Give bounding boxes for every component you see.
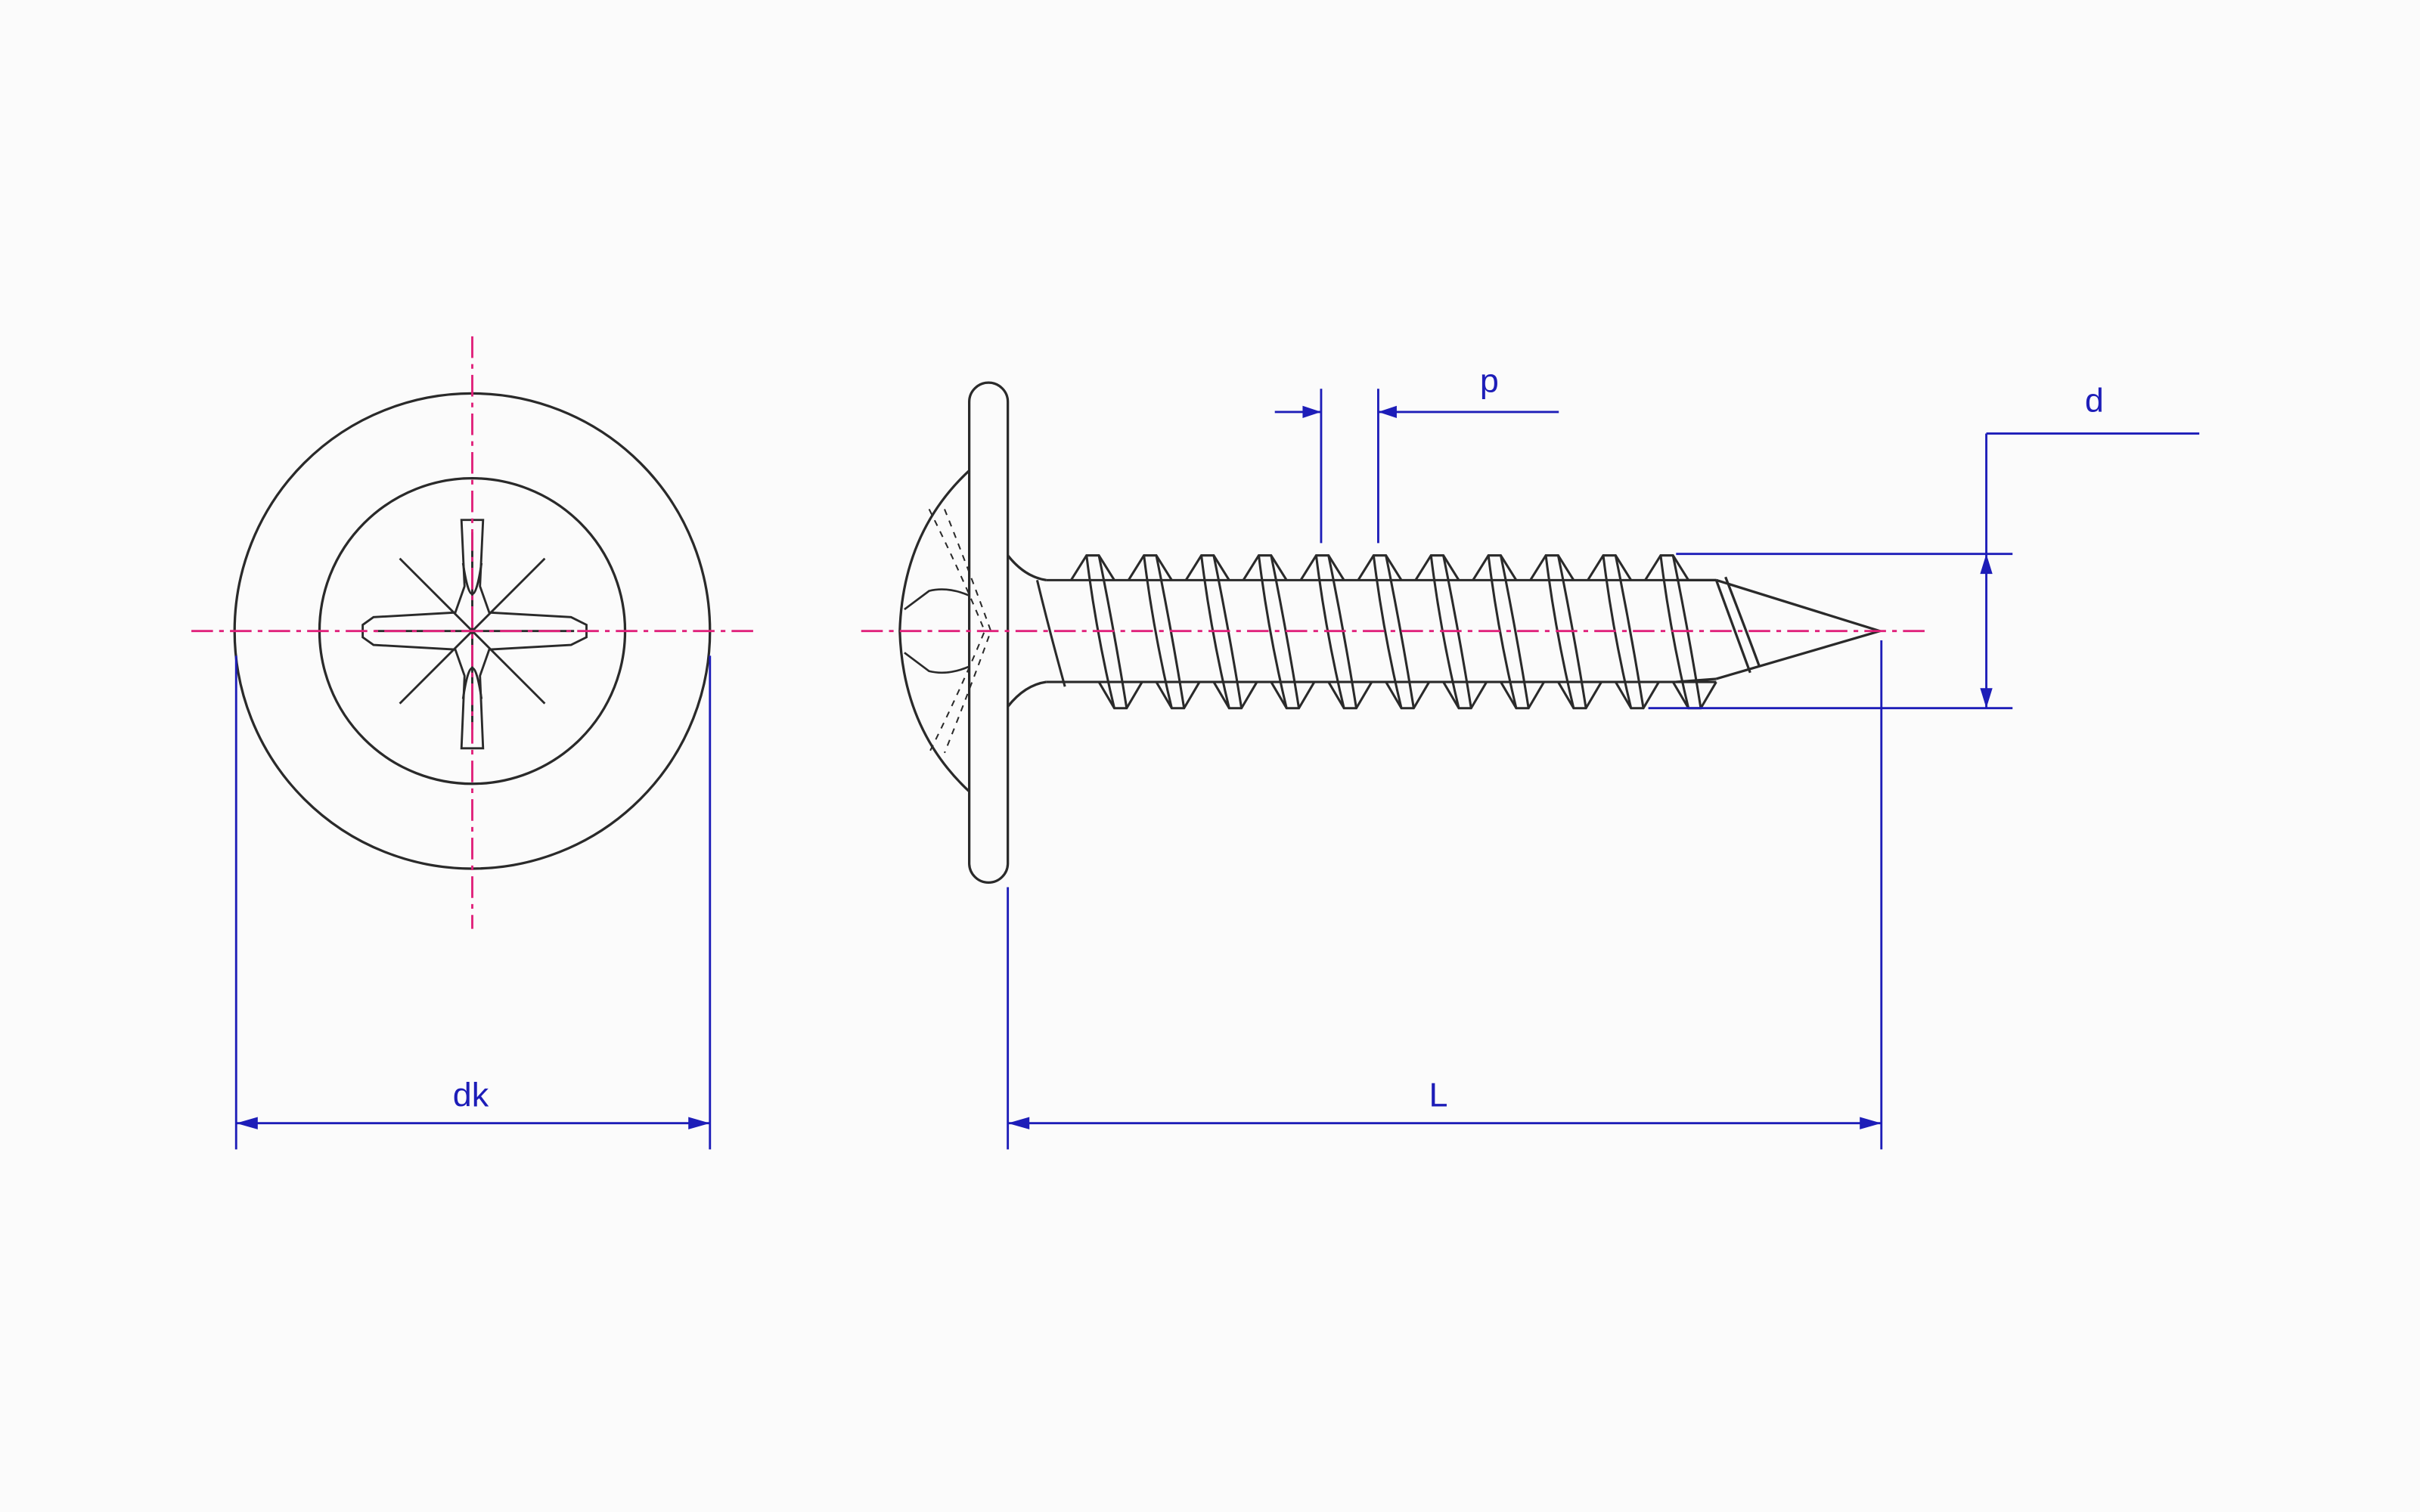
neck-fillet xyxy=(1007,554,1047,708)
thread-bottom-crest xyxy=(1212,681,1258,710)
thread-helix-line xyxy=(1385,555,1415,708)
thread-bottom-crest xyxy=(1500,681,1545,710)
pozidriv-recess-icon xyxy=(361,519,588,750)
thread-start-line xyxy=(1035,579,1066,687)
thread-top-crest xyxy=(1242,554,1288,581)
thread-top-crest xyxy=(1644,554,1689,581)
dimensions xyxy=(234,389,2200,1150)
thread-helix-line xyxy=(1257,555,1288,709)
length-label: L xyxy=(1429,1075,1448,1114)
head-slot xyxy=(904,588,970,674)
pitch-dimension xyxy=(1274,389,1559,544)
thread-top-crest xyxy=(1299,554,1345,581)
screw-side-view xyxy=(898,381,1885,884)
thread-top-crest xyxy=(1587,554,1633,581)
thread-bottom-crest xyxy=(1270,681,1316,710)
diameter-label: d xyxy=(2085,381,2104,420)
thread-bottom-crest xyxy=(1155,681,1201,710)
thread-bottom-crest xyxy=(1385,681,1431,710)
thread-helix-line xyxy=(1143,555,1173,709)
centerlines xyxy=(191,336,1926,929)
thread-top-crest xyxy=(1184,554,1230,581)
dk-dimension xyxy=(234,655,712,1150)
thread-bottom-crest xyxy=(1442,681,1488,710)
thread-bottom-crest xyxy=(1327,681,1373,710)
thread-helix-line xyxy=(1372,555,1403,709)
dk-label: dk xyxy=(453,1075,489,1114)
screw-point xyxy=(1676,576,1885,683)
thread-bottom-crest xyxy=(1557,681,1602,710)
thread-helix-line xyxy=(1614,555,1645,708)
diameter-dimension xyxy=(1648,432,2200,710)
thread xyxy=(1035,554,1717,710)
thread-bottom-crest xyxy=(1671,681,1717,710)
pitch-label: p xyxy=(1480,361,1499,399)
thread-top-crest xyxy=(1357,554,1403,581)
thread-helix-line xyxy=(1499,555,1530,708)
dimension-labels: dk L p d xyxy=(453,361,2104,1114)
length-dimension xyxy=(1007,640,1883,1150)
thread-top-crest xyxy=(1529,554,1575,581)
washer-flange xyxy=(968,381,1010,884)
thread-top-crest xyxy=(1414,554,1460,581)
thread-bottom-crest xyxy=(1097,681,1143,710)
thread-bottom-crest xyxy=(1615,681,1660,710)
thread-top-crest xyxy=(1127,554,1173,581)
recess-hidden-lines xyxy=(928,509,992,754)
thread-top-crest xyxy=(1070,554,1115,581)
thread-top-crest xyxy=(1472,554,1518,581)
